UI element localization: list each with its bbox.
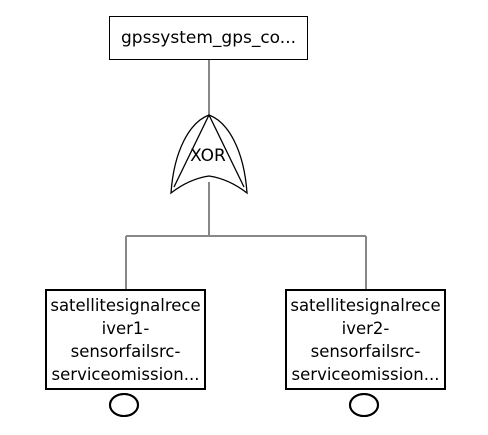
gate-type-label: XOR (190, 146, 226, 166)
basic-event-box-2[interactable]: satellitesignalrece iver2- sensorfailsrc… (285, 289, 446, 390)
event-1-line-3: sensorfailsrc- (70, 341, 181, 361)
event-1-circle-icon (109, 393, 139, 417)
event-2-line-1: satellitesignalrece (290, 295, 441, 315)
top-event-label: gpssystem_gps_co... (121, 28, 296, 48)
event-2-line-3: sensorfailsrc- (310, 341, 421, 361)
event-1-line-4: serviceomission... (51, 364, 200, 384)
basic-event-box-1[interactable]: satellitesignalrece iver1- sensorfailsrc… (45, 289, 206, 390)
event-2-line-4: serviceomission... (291, 364, 440, 384)
top-event-box[interactable]: gpssystem_gps_co... (109, 16, 308, 60)
xor-gate-icon (170, 114, 248, 195)
event-2-circle-icon (349, 393, 379, 417)
event-2-line-2: iver2- (341, 318, 390, 338)
event-1-line-1: satellitesignalrece (50, 295, 201, 315)
event-1-line-2: iver1- (101, 318, 150, 338)
